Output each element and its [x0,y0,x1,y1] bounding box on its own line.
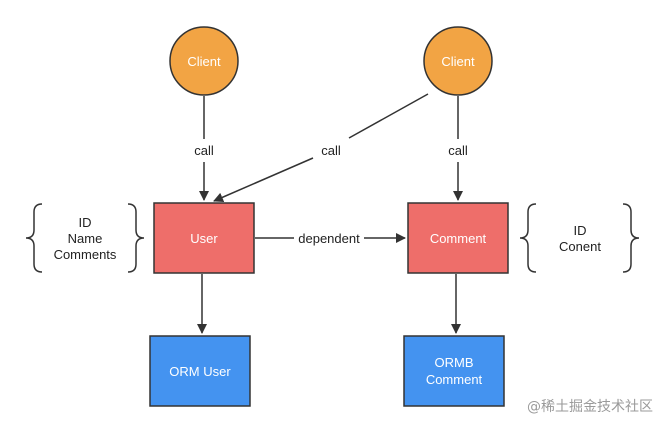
user-field-name: Name [68,231,103,246]
user-fields-group: ID Name Comments [25,203,145,273]
comment-field-id: ID [574,223,587,238]
orm-user-label: ORM User [169,364,231,379]
comment-fields-left-brace [519,203,537,273]
edge-call-right: call [448,96,468,201]
edge-call-diagonal-label: call [321,143,341,158]
user-field-comments: Comments [54,247,117,262]
user-node: User [153,202,255,274]
comment-fields-group: ID Conent [519,203,640,273]
user-fields-left-brace [25,203,43,273]
edge-dependent-label: dependent [298,231,360,246]
edge-call-left: call [194,96,214,201]
client-left-label: Client [187,54,221,69]
orm-user-node: ORM User [149,335,251,407]
comment-field-conent: Conent [559,239,601,254]
client-node-left: Client [169,26,239,96]
ormb-comment-node: ORMB Comment [403,335,505,407]
watermark-text: @稀土掘金技术社区 [527,399,653,415]
comment-node: Comment [407,202,509,274]
ormb-comment-label-line-2: Comment [426,372,483,387]
user-label: User [190,231,218,246]
user-field-id: ID [79,215,92,230]
comment-fields-right-brace [622,203,640,273]
ormb-comment-label-line-1: ORMB [435,355,474,370]
edge-call-diagonal: call [213,93,429,203]
edge-call-left-label: call [194,143,214,158]
edge-call-right-label: call [448,143,468,158]
client-right-label: Client [441,54,475,69]
client-node-right: Client [423,26,493,96]
edge-dependent: dependent [255,231,406,246]
user-fields-right-brace [127,203,145,273]
comment-label: Comment [430,231,487,246]
